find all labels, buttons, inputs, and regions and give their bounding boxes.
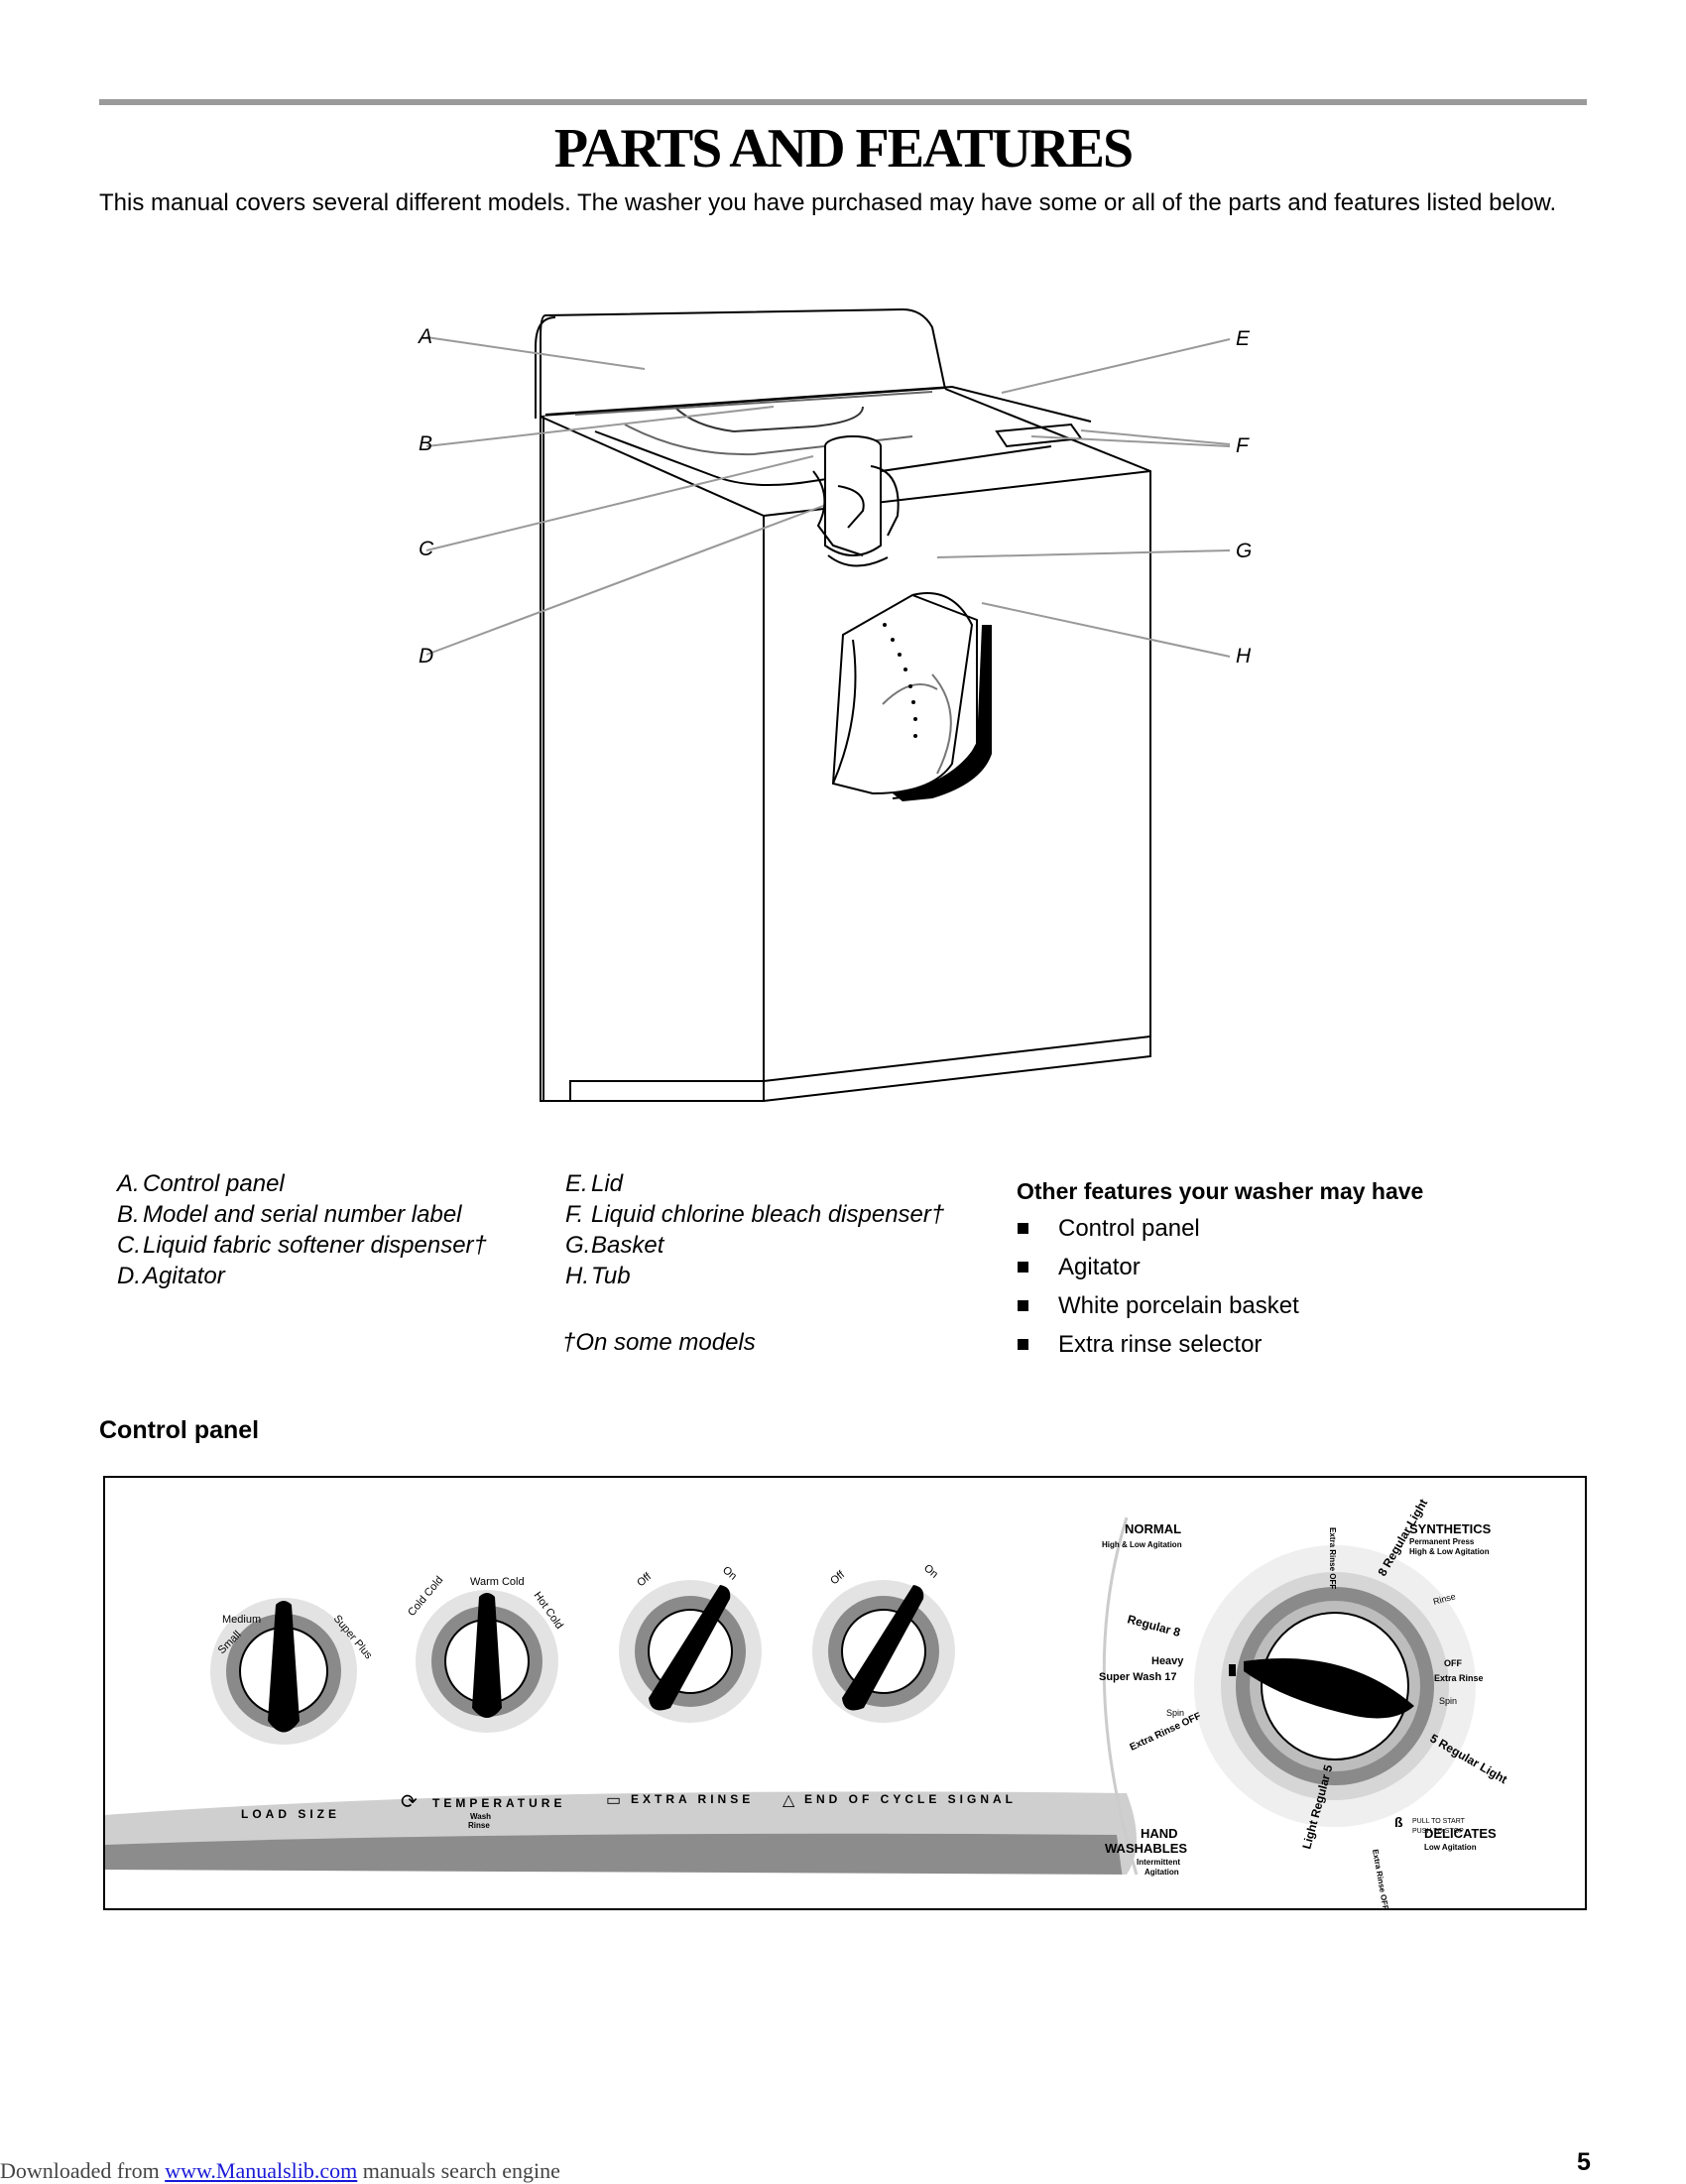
legend-item: A.Control panel: [117, 1170, 285, 1197]
cycle-synthetics: SYNTHETICS: [1409, 1521, 1492, 1536]
push-to-stop: PUSH TO STOP: [1412, 1828, 1464, 1835]
cycle-hand-sub1: Intermittent: [1137, 1858, 1180, 1867]
control-panel-heading: Control panel: [99, 1416, 260, 1444]
cycle-synthetics-sub1: Permanent Press: [1409, 1537, 1475, 1546]
cycle-regular8-left: Regular 8: [1126, 1612, 1182, 1639]
extra-rinse-off: Off: [635, 1570, 655, 1589]
cycle-delicates-sub: Low Agitation: [1424, 1843, 1477, 1852]
cycle-extra-rinse-right: Extra Rinse: [1434, 1673, 1484, 1683]
pull-push-icon: ß: [1394, 1814, 1403, 1830]
cycle-synthetics-sub2: High & Low Agitation: [1409, 1547, 1490, 1556]
bullet-icon: [1018, 1222, 1028, 1234]
end-of-cycle-knob[interactable]: [812, 1580, 955, 1723]
cycle-heavy: Heavy: [1151, 1655, 1184, 1667]
legend-item: H.Tub: [565, 1263, 631, 1289]
cycle-super-wash: Super Wash 17: [1099, 1671, 1176, 1683]
manualslib-link[interactable]: www.Manualslib.com: [165, 2158, 358, 2183]
top-rule: [99, 99, 1587, 105]
load-size-medium: Medium: [222, 1614, 261, 1626]
cycle-washables: WASHABLES: [1105, 1841, 1187, 1856]
cycle-spin-right: Spin: [1439, 1696, 1457, 1706]
legend-item: F.Liquid chlorine bleach dispenser†: [565, 1201, 945, 1228]
temperature-label: TEMPERATURE: [432, 1796, 565, 1810]
control-panel: LOAD SIZE ⟳ TEMPERATURE Wash Rinse ▭ EXT…: [103, 1476, 1587, 1911]
end-of-cycle-label: END OF CYCLE SIGNAL: [804, 1792, 1017, 1806]
other-features: Other features your washer may have Cont…: [1017, 1178, 1423, 1364]
footnote: †On some models: [562, 1329, 756, 1356]
legend-item: E.Lid: [565, 1170, 624, 1197]
end-of-cycle-off: Off: [828, 1568, 848, 1587]
legend-item: C.Liquid fabric softener dispenser†: [117, 1232, 487, 1259]
cycle-hand: HAND: [1141, 1826, 1178, 1841]
temperature-wash-label: Wash: [470, 1812, 491, 1821]
temperature-warm-cold: Warm Cold: [470, 1576, 525, 1588]
callout-b: B: [419, 432, 433, 455]
callout-c: C: [419, 538, 434, 560]
temperature-rinse-label: Rinse: [468, 1821, 490, 1830]
legend-item: B.Model and serial number label: [117, 1201, 462, 1228]
intro-paragraph: This manual covers several different mod…: [99, 189, 1557, 216]
legend-middle: E.Lid F.Liquid chlorine bleach dispenser…: [565, 1168, 944, 1291]
cycle-spin-left: Spin: [1166, 1708, 1184, 1718]
temperature-icon: ⟳: [401, 1791, 418, 1813]
extra-rinse-icon: ▭: [606, 1792, 621, 1809]
washer-diagram: A B C D E F G H: [397, 298, 1289, 1170]
bullet-icon: [1018, 1261, 1028, 1273]
callout-h: H: [1236, 645, 1252, 667]
bullet-icon: [1018, 1299, 1028, 1311]
end-of-cycle-on: On: [921, 1562, 940, 1581]
legend-item: G.Basket: [565, 1232, 664, 1259]
extra-rinse-label: EXTRA RINSE: [631, 1792, 754, 1806]
control-panel-illustration: LOAD SIZE ⟳ TEMPERATURE Wash Rinse ▭ EXT…: [105, 1497, 1509, 1911]
page-title: PARTS AND FEATURES: [553, 118, 1134, 180]
extra-rinse-on: On: [720, 1564, 739, 1583]
feature-item: Extra rinse selector: [1017, 1325, 1423, 1364]
footer: Downloaded from www.Manualslib.com manua…: [0, 2158, 560, 2183]
cycle-normal: NORMAL: [1125, 1521, 1181, 1536]
bullet-icon: [1018, 1338, 1028, 1350]
feature-item: Agitator: [1017, 1248, 1423, 1286]
cycle-hand-sub2: Agitation: [1144, 1868, 1179, 1877]
cycle-delicates: DELICATES: [1424, 1826, 1497, 1841]
callout-f: F: [1236, 434, 1249, 457]
bell-icon: △: [783, 1792, 795, 1809]
legend-left: A.Control panel B.Model and serial numbe…: [117, 1168, 487, 1291]
feature-item: Control panel: [1017, 1209, 1423, 1248]
cycle-normal-sub: High & Low Agitation: [1102, 1540, 1182, 1549]
cycle-extra-rinse-bottom: Extra Rinse OFF: [1371, 1849, 1390, 1908]
page-number: 5: [1577, 2148, 1591, 2176]
pull-to-start: PULL TO START: [1412, 1818, 1466, 1825]
legend-item: D.Agitator: [117, 1263, 225, 1289]
other-features-heading: Other features your washer may have: [1017, 1178, 1424, 1204]
washer-illustration: [425, 307, 1231, 1102]
cycle-dial[interactable]: [1194, 1545, 1476, 1827]
extra-rinse-knob[interactable]: [619, 1580, 762, 1723]
feature-item: White porcelain basket: [1017, 1286, 1423, 1325]
callout-d: D: [419, 645, 434, 667]
temperature-knob[interactable]: [416, 1590, 558, 1733]
callout-a: A: [419, 325, 433, 348]
load-size-knob[interactable]: [210, 1598, 357, 1745]
callout-e: E: [1236, 327, 1251, 350]
callout-g: G: [1236, 540, 1253, 562]
cycle-extra-rinse-top: Extra Rinse OFF: [1328, 1527, 1337, 1589]
load-size-label: LOAD SIZE: [241, 1807, 340, 1821]
cycle-off-right: OFF: [1444, 1658, 1462, 1668]
